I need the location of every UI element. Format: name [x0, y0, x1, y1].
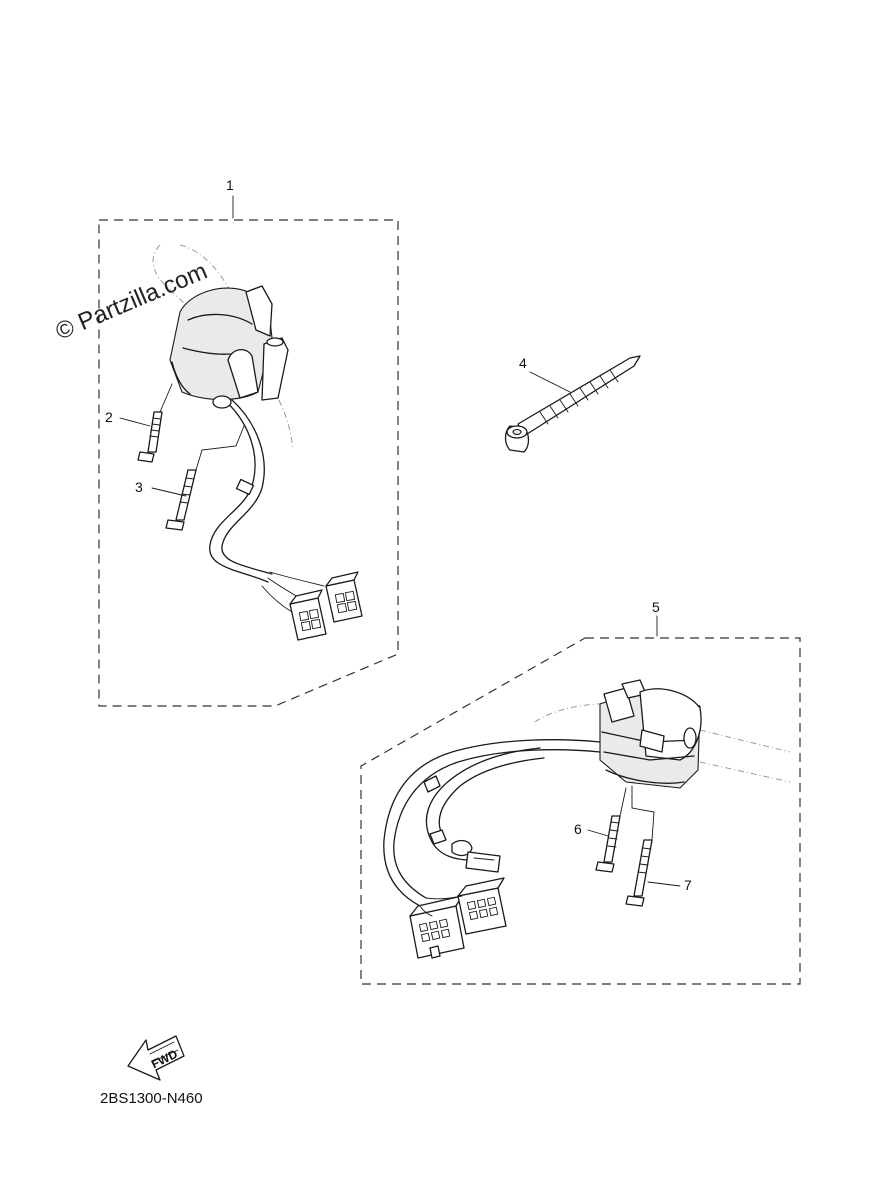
right-connector-b[interactable]	[457, 877, 507, 935]
leader-6	[587, 787, 627, 837]
screw-2[interactable]	[137, 411, 163, 463]
left-connector-a[interactable]	[289, 589, 327, 641]
right-switch-cable	[383, 739, 601, 907]
handlebar-ghost-left	[152, 244, 294, 451]
right-switch-body[interactable]	[599, 679, 702, 789]
assembly-5-group: 5 6 7	[360, 599, 801, 985]
callout-7: 7	[684, 877, 692, 893]
diagram-code: 2BS1300-N460	[100, 1090, 203, 1107]
right-connector-small[interactable]	[465, 851, 501, 873]
callout-4: 4	[519, 355, 527, 371]
leader-2	[119, 383, 173, 427]
leader-7	[631, 785, 681, 887]
assembly-1-dashed-boundary	[98, 219, 399, 707]
screw-7[interactable]	[625, 839, 653, 907]
callout-1: 1	[226, 177, 234, 193]
callout-2: 2	[105, 409, 113, 425]
assembly-5-dashed-boundary	[360, 637, 801, 985]
callout-6: 6	[574, 821, 582, 837]
leader-3	[151, 425, 245, 497]
leader-4	[529, 371, 571, 393]
assembly-1-group: 1 2 3	[98, 177, 399, 707]
callout-5: 5	[652, 599, 660, 615]
callout-3: 3	[135, 479, 143, 495]
screw-3[interactable]	[165, 469, 197, 531]
screw-6[interactable]	[595, 815, 621, 873]
left-switch-body[interactable]	[169, 285, 289, 401]
fwd-arrow-icon: FWD	[127, 1035, 185, 1081]
left-switch-cable	[209, 397, 269, 583]
left-connector-b[interactable]	[325, 571, 363, 623]
cable-tie-4[interactable]: 4	[504, 355, 641, 453]
